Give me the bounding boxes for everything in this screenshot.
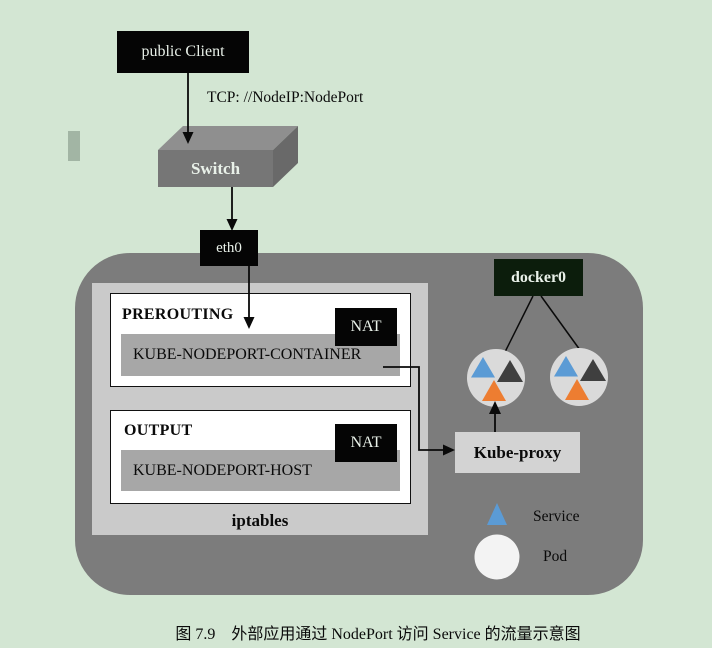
switch-label: Switch: [190, 158, 241, 178]
arrow-switch-to-eth0: [226, 187, 238, 231]
nat-badge-output: NAT: [335, 424, 397, 462]
legend-service-label: Service: [533, 508, 580, 525]
eth0-box: eth0: [200, 230, 258, 266]
page-artifact: [68, 131, 80, 161]
prerouting-chain-label: PREROUTING: [122, 306, 234, 323]
tcp-nodeport-label: TCP: //NodeIP:NodePort: [207, 89, 364, 106]
legend-pod-label: Pod: [543, 548, 568, 565]
arrow-client-to-switch: [182, 73, 194, 144]
nat-badge-prerouting: NAT: [335, 308, 397, 346]
figure-caption: 图 7.9 外部应用通过 NodePort 访问 Service 的流量示意图: [175, 626, 581, 643]
docker0-box: docker0: [494, 259, 583, 296]
arrowhead-down-icon: [182, 132, 194, 144]
kube-proxy-box: Kube-proxy: [455, 432, 580, 473]
switch-side-face: [273, 126, 298, 187]
public-client-box: public Client: [117, 31, 249, 73]
switch-top-face: [158, 126, 298, 150]
iptables-label: iptables: [231, 511, 289, 530]
output-chain-label: OUTPUT: [124, 422, 193, 439]
